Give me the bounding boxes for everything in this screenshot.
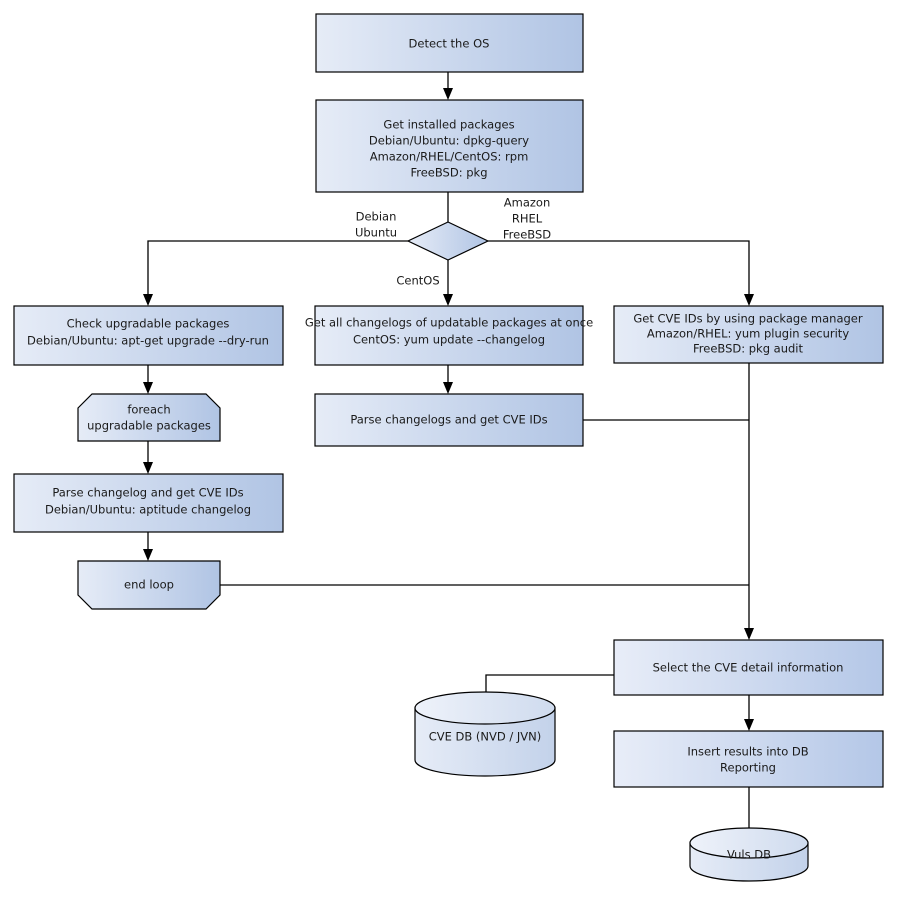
connector-select-cve-to-insert <box>744 695 754 731</box>
connector-trunk-to-select-cve <box>744 363 754 640</box>
node-check-upgradable-packages[interactable]: Check upgradable packages Debian/Ubuntu:… <box>13 305 284 366</box>
node-end-loop[interactable]: end loop <box>77 560 221 610</box>
node-os-decision-diamond[interactable] <box>406 221 490 261</box>
node-get-installed-packages-line4: FreeBSD: pkg <box>410 166 487 180</box>
node-insert-results-line2: Reporting <box>720 761 776 775</box>
svg-text:FreeBSD: FreeBSD <box>503 228 551 242</box>
connector-decision-to-check-upgradable <box>143 240 408 306</box>
connector-detectos-to-getpackages <box>443 72 453 100</box>
node-detect-os-label: Detect the OS <box>409 37 490 51</box>
connector-decision-to-get-cve-ids <box>488 240 754 306</box>
edge-label-debian-ubuntu: Debian Ubuntu <box>355 210 397 240</box>
node-get-all-changelogs-line2: CentOS: yum update --changelog <box>353 333 545 347</box>
node-parse-changelog-line1: Parse changelog and get CVE IDs <box>52 486 243 500</box>
svg-text:Ubuntu: Ubuntu <box>355 226 397 240</box>
svg-text:Amazon: Amazon <box>504 196 550 210</box>
node-check-upgradable-line1: Check upgradable packages <box>67 317 230 331</box>
node-get-cve-ids-line1: Get CVE IDs by using package manager <box>633 312 863 326</box>
node-foreach-loop-start[interactable]: foreach upgradable packages <box>77 393 221 442</box>
node-cve-db-cylinder[interactable]: CVE DB (NVD / JVN) <box>414 691 556 777</box>
node-get-cve-ids-pkgmgr[interactable]: Get CVE IDs by using package manager Ama… <box>613 305 884 364</box>
node-end-loop-label: end loop <box>124 578 174 592</box>
edge-label-centos: CentOS <box>396 274 439 288</box>
node-select-cve-detail-label: Select the CVE detail information <box>653 661 844 675</box>
node-parse-changelog-line2: Debian/Ubuntu: aptitude changelog <box>45 503 251 517</box>
connector-decision-to-get-all-changelogs <box>443 260 453 306</box>
node-get-cve-ids-line3: FreeBSD: pkg audit <box>693 342 804 356</box>
node-cve-db-label: CVE DB (NVD / JVN) <box>429 730 542 744</box>
node-get-installed-packages-line2: Debian/Ubuntu: dpkg-query <box>369 134 529 148</box>
node-vuls-db-cylinder[interactable]: Vuls DB <box>689 827 809 882</box>
node-detect-os[interactable]: Detect the OS <box>315 13 584 73</box>
node-parse-changelog-single[interactable]: Parse changelog and get CVE IDs Debian/U… <box>13 473 284 533</box>
node-parse-changelogs-multi[interactable]: Parse changelogs and get CVE IDs <box>314 393 584 447</box>
connector-check-to-foreach <box>143 365 153 394</box>
node-get-all-changelogs-line1: Get all changelogs of updatable packages… <box>305 316 593 330</box>
node-foreach-line2: upgradable packages <box>87 419 211 433</box>
node-vuls-db-label: Vuls DB <box>727 848 771 862</box>
svg-text:RHEL: RHEL <box>512 212 543 226</box>
svg-text:CentOS: CentOS <box>396 274 439 288</box>
node-insert-results[interactable]: Insert results into DB Reporting <box>613 730 884 788</box>
node-select-cve-detail[interactable]: Select the CVE detail information <box>613 639 884 696</box>
node-get-installed-packages-line3: Amazon/RHEL/CentOS: rpm <box>370 150 529 164</box>
edge-label-amazon-rhel-freebsd: Amazon RHEL FreeBSD <box>503 196 551 242</box>
svg-text:Debian: Debian <box>356 210 397 224</box>
node-get-installed-packages-line1: Get installed packages <box>383 118 514 132</box>
node-insert-results-line1: Insert results into DB <box>687 745 808 759</box>
node-foreach-line1: foreach <box>127 403 170 417</box>
connector-parse-changelog-to-endloop <box>143 532 153 561</box>
node-get-all-changelogs[interactable]: Get all changelogs of updatable packages… <box>305 305 593 366</box>
node-get-cve-ids-line2: Amazon/RHEL: yum plugin security <box>647 327 849 341</box>
node-check-upgradable-line2: Debian/Ubuntu: apt-get upgrade --dry-run <box>27 334 269 348</box>
connector-changelogs-to-parse <box>443 365 453 394</box>
connector-foreach-to-parse-changelog <box>143 441 153 474</box>
node-get-installed-packages[interactable]: Get installed packages Debian/Ubuntu: dp… <box>315 99 584 193</box>
node-parse-changelogs-multi-label: Parse changelogs and get CVE IDs <box>350 413 547 427</box>
